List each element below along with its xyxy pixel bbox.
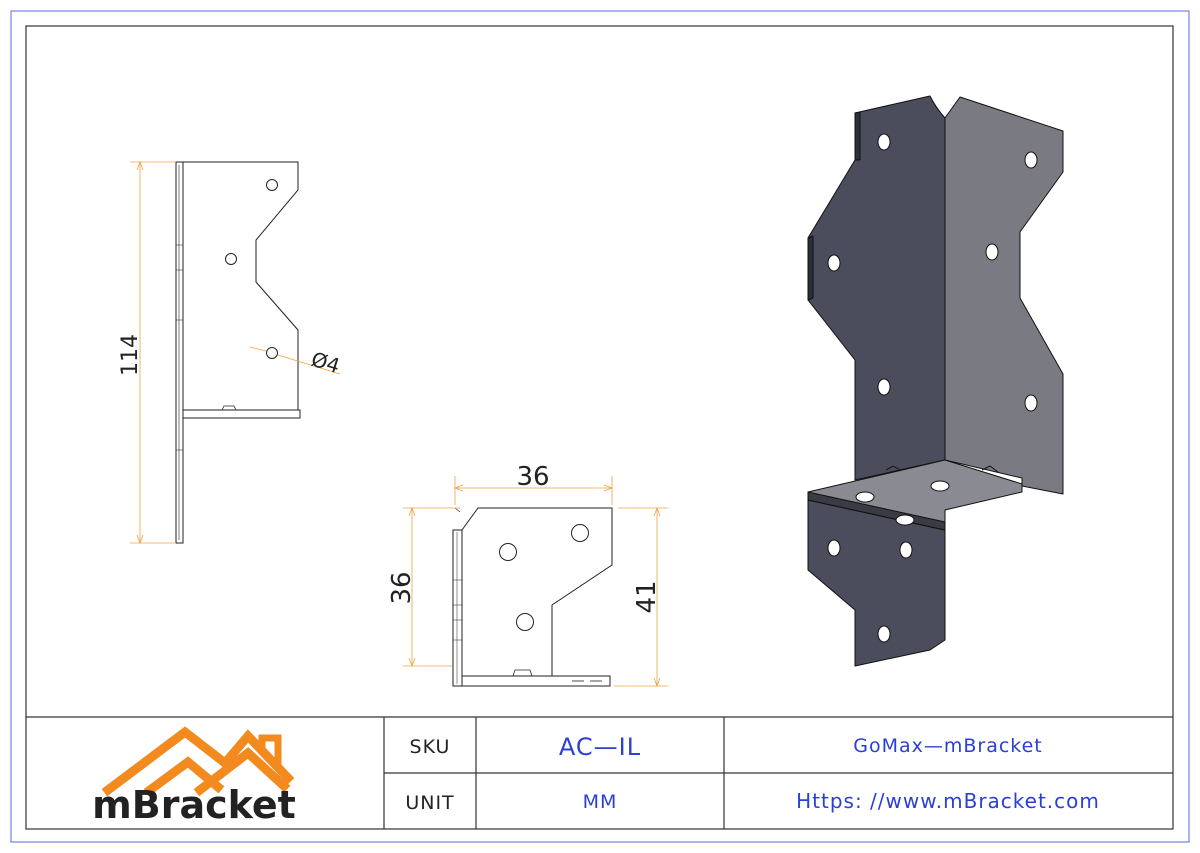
outer-border [10,10,1190,843]
dim-41-label: 41 [632,580,662,613]
dimension-36-width [453,476,614,505]
title-block [26,716,1173,829]
dim-36-width-label: 36 [516,462,549,492]
dimension-41 [614,506,668,688]
mbracket-logo: mBracket [92,726,296,827]
brand-text: GoMax—mBracket [853,735,1043,757]
dim-114-label: 114 [118,334,143,376]
dimension-36-height [403,506,460,668]
dim-36-height-label: 36 [387,571,417,604]
front-view [452,507,613,687]
isometric-view [807,95,1064,667]
dimension-114 [130,160,176,545]
sku-label: SKU [410,736,451,758]
website-link[interactable]: Https: //www.mBracket.com [796,789,1100,813]
logo-text: mBracket [92,783,296,827]
side-view [175,161,301,544]
sku-value: AC—IL [559,733,641,761]
unit-label: UNIT [405,792,454,814]
dimension-hole-dia [249,346,341,375]
unit-value: MM [583,791,618,813]
inner-frame [25,25,1174,830]
